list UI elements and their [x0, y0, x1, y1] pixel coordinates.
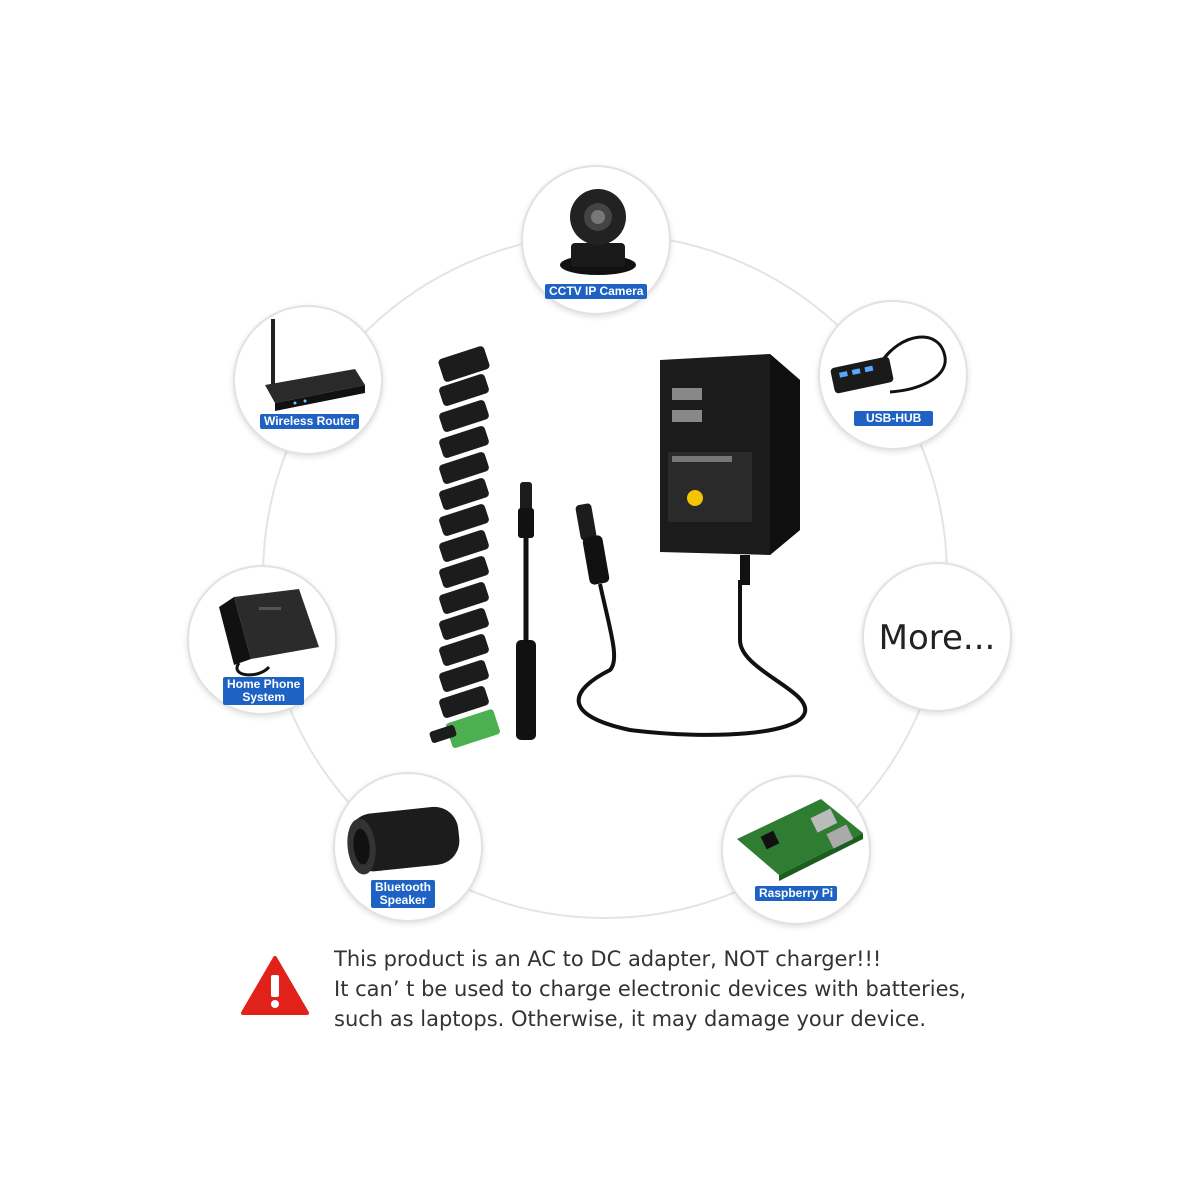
bluetooth-speaker-icon: [347, 806, 460, 875]
notice-line3: such as laptops. Otherwise, it may damag…: [334, 1007, 927, 1031]
bubble-raspberry-pi: Raspberry Pi: [721, 775, 871, 925]
adapter-body-icon: [660, 354, 800, 585]
raspberry-pi-icon: [737, 799, 863, 881]
bubble-more: More...: [862, 562, 1012, 712]
speaker-label-line2: Speaker: [379, 893, 427, 907]
cctv-camera-label: CCTV IP Camera: [545, 284, 648, 299]
bubble-home-phone: Home Phone System: [187, 565, 337, 715]
home-phone-label-line1: Home Phone: [227, 677, 301, 691]
home-phone-label: Home Phone System: [223, 677, 305, 705]
bubble-wireless-router: Wireless Router: [233, 305, 383, 455]
usb-hub-icon: [830, 335, 947, 394]
router-label: Wireless Router: [260, 414, 360, 429]
split-cable-icon: [516, 482, 536, 740]
home-phone-label-line2: System: [242, 690, 286, 704]
more-label: More...: [878, 618, 996, 658]
home-phone-icon: [219, 589, 319, 677]
cctv-camera-icon: [560, 189, 636, 275]
dc-tips-icon: [429, 346, 500, 748]
router-icon: [265, 319, 365, 411]
warning-triangle-icon: [241, 956, 309, 1015]
notice-text: This product is an AC to DC adapter, NOT…: [334, 944, 1054, 1034]
notice-line1: This product is an AC to DC adapter, NOT…: [334, 947, 882, 971]
barrel-plug-cable-icon: [575, 503, 808, 737]
bubble-bluetooth-speaker: Bluetooth Speaker: [333, 772, 483, 922]
notice-line2: It can’ t be used to charge electronic d…: [334, 977, 967, 1001]
ac-dc-adapter-product: [429, 346, 808, 748]
usb-hub-label: USB-HUB: [854, 411, 934, 426]
bubble-usb-hub: USB-HUB: [818, 300, 968, 450]
bluetooth-speaker-label: Bluetooth Speaker: [371, 880, 435, 908]
bubble-cctv-camera: CCTV IP Camera: [521, 165, 671, 315]
speaker-label-line1: Bluetooth: [375, 880, 431, 894]
raspberry-pi-label: Raspberry Pi: [755, 886, 838, 901]
